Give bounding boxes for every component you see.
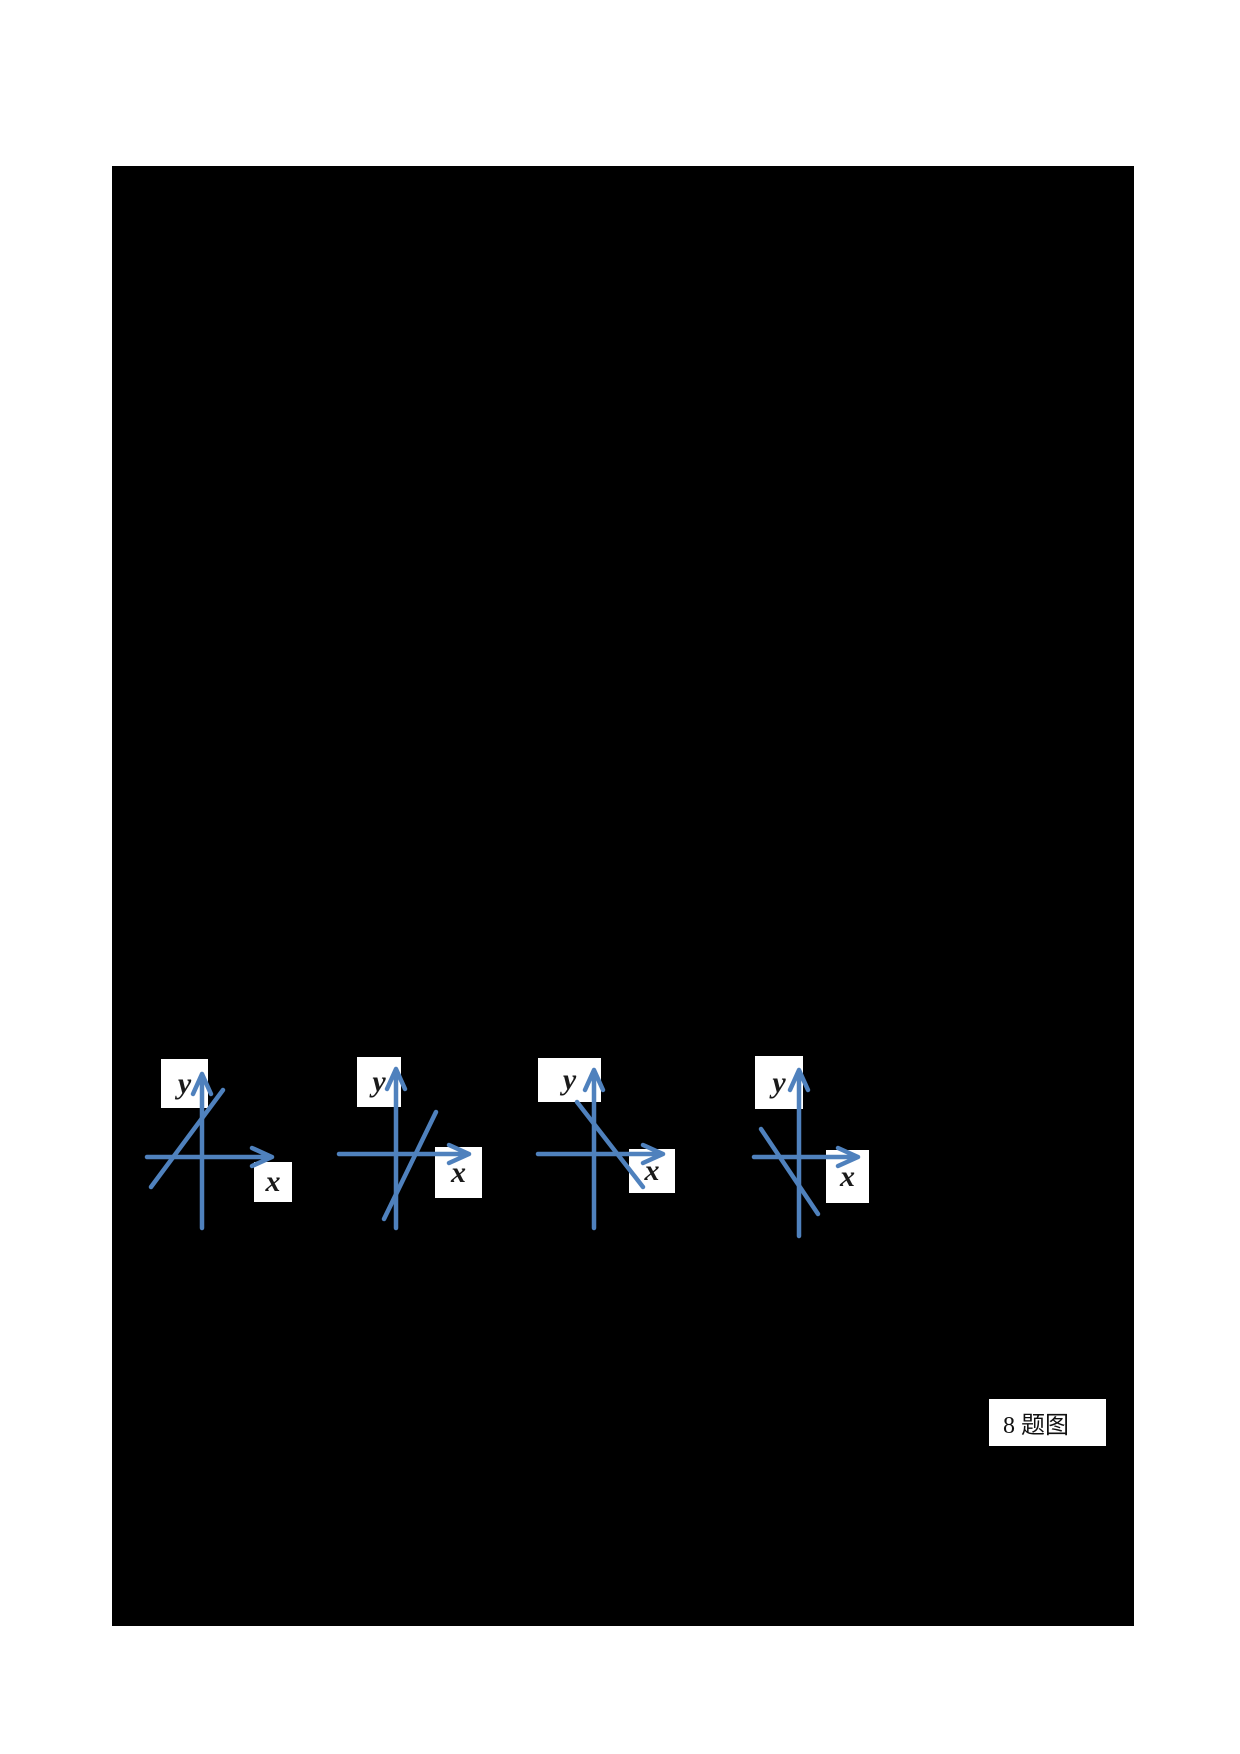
figure-option-4: y x bbox=[740, 1050, 920, 1245]
figure-option-1: y x bbox=[120, 1050, 300, 1245]
redacted-black-region: y x y x bbox=[112, 166, 1134, 1626]
y-axis-arrow bbox=[190, 1071, 214, 1231]
figure-caption-box: 8 题图 bbox=[989, 1399, 1106, 1446]
axes-canvas bbox=[336, 1066, 472, 1231]
x-axis-label: x bbox=[265, 1165, 281, 1198]
function-line bbox=[381, 1109, 439, 1222]
axes-canvas bbox=[144, 1071, 275, 1231]
figure-option-2: y x bbox=[325, 1050, 505, 1245]
y-axis-label: y bbox=[562, 1063, 577, 1096]
y-axis-arrow bbox=[582, 1067, 606, 1231]
axes-canvas bbox=[535, 1067, 666, 1231]
x-axis-label: x bbox=[451, 1155, 466, 1189]
x-axis-label-box: x bbox=[435, 1147, 482, 1198]
axes-canvas bbox=[751, 1067, 861, 1239]
function-line bbox=[574, 1099, 646, 1190]
x-axis-arrow bbox=[535, 1142, 666, 1166]
x-axis-arrow bbox=[144, 1145, 275, 1169]
x-axis-label: x bbox=[840, 1159, 855, 1193]
function-line bbox=[758, 1126, 821, 1217]
y-axis-label: y bbox=[177, 1066, 192, 1100]
x-axis-label-box: x bbox=[254, 1162, 292, 1202]
y-axis-label-box: y bbox=[357, 1057, 401, 1107]
x-axis-arrow bbox=[751, 1145, 861, 1169]
y-axis-label: y bbox=[772, 1065, 786, 1099]
y-axis-arrow bbox=[787, 1067, 811, 1239]
x-axis-arrow bbox=[336, 1142, 472, 1166]
function-line bbox=[148, 1087, 226, 1190]
y-axis-label: y bbox=[372, 1065, 386, 1098]
figure-option-3: y x bbox=[520, 1050, 700, 1245]
y-axis-arrow bbox=[384, 1066, 408, 1231]
figure-caption: 8 题图 bbox=[1003, 1413, 1069, 1439]
